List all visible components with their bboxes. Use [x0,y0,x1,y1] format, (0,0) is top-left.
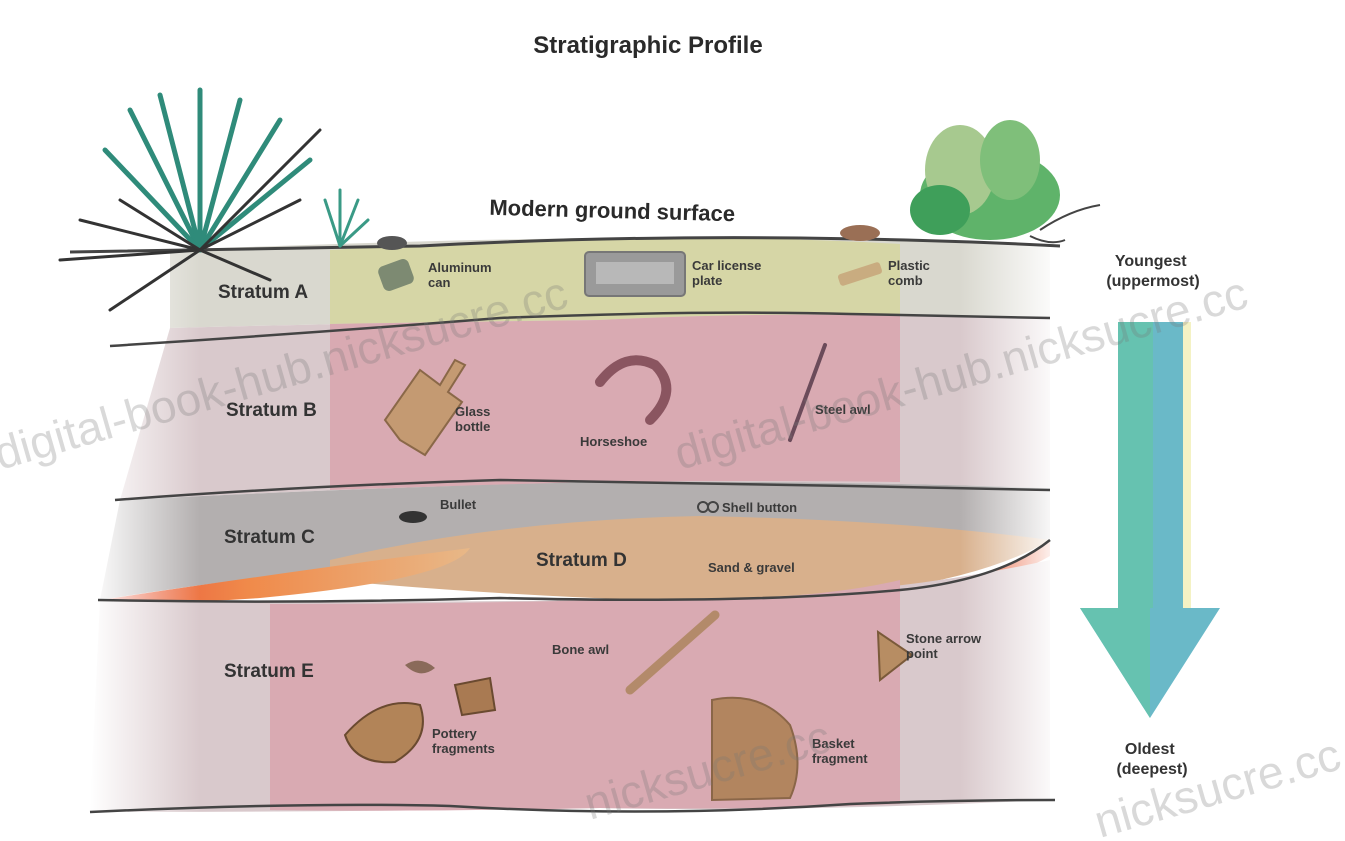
stratum-c-label: Stratum C [224,527,315,548]
stratum-d-label: Stratum D [536,550,627,571]
stratum-e-label: Stratum E [224,661,314,682]
horseshoe-label: Horseshoe [580,434,647,449]
bullet-label: Bullet [440,497,477,512]
sand-gravel-label: Sand & gravel [708,560,795,575]
ground-surface-label: Modern ground surface [489,195,735,226]
shell-button-label: Shell button [722,500,797,515]
stratum-e-inner [270,580,900,811]
left-fade [90,240,200,820]
age-arrow [1080,322,1220,718]
bullet-icon [399,511,427,523]
stratum-a-label: Stratum A [218,282,308,303]
license-plate-icon [585,252,685,296]
grass-clump-icon [910,120,1100,242]
glass-bottle-label: Glass bottle [455,404,494,434]
bone-awl-label: Bone awl [552,642,609,657]
small-plant-icon [325,190,368,246]
diagram-title: Stratigraphic Profile [533,32,762,59]
